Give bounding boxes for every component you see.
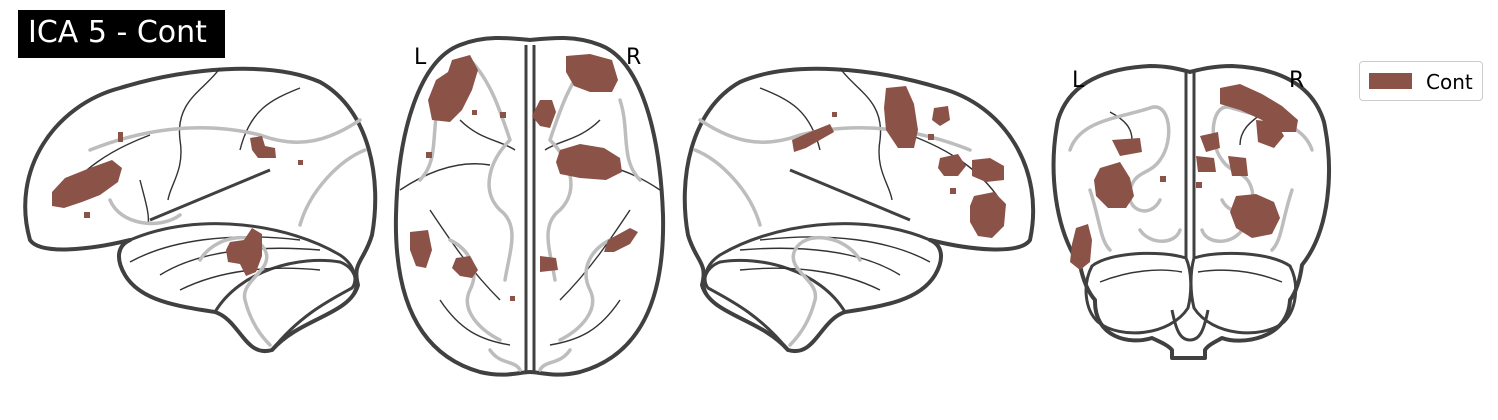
axial-outline <box>393 35 666 377</box>
coronal-brainstem <box>1170 309 1210 342</box>
sagittal-right-activation <box>792 86 1006 238</box>
axial-activation <box>410 54 638 301</box>
legend-swatch-cont <box>1369 73 1412 89</box>
sagittal-left-sylvian <box>149 168 271 222</box>
sagittal-right-cerebellum <box>702 258 847 313</box>
plot-title: ICA 5 - Cont <box>18 10 225 58</box>
sagittal-left-cerebellum <box>213 258 358 313</box>
coronal-outline <box>1051 64 1331 360</box>
sagittal-left-view <box>23 66 378 354</box>
legend: Cont <box>1359 61 1483 101</box>
sagittal-right-temporal-lobe <box>703 222 931 351</box>
coronal-left-label: L <box>1072 68 1085 93</box>
sagittal-left-temporal-lobe <box>129 222 357 351</box>
coronal-cerebellum-right <box>1189 251 1298 335</box>
legend-label-cont: Cont <box>1426 70 1473 94</box>
sagittal-left-activation <box>52 132 303 276</box>
coronal-activation <box>1070 84 1298 270</box>
coronal-right-label: R <box>1289 68 1305 93</box>
coronal-view <box>1051 64 1331 360</box>
sagittal-right-outline <box>682 66 1036 354</box>
sagittal-left-outline <box>23 66 378 354</box>
sagittal-right-sylvian <box>789 168 911 222</box>
axial-view <box>393 35 666 377</box>
axial-right-label: R <box>626 45 642 70</box>
coronal-cerebellum-left <box>1084 251 1193 335</box>
axial-left-label: L <box>414 45 427 70</box>
sagittal-right-view <box>682 66 1036 354</box>
